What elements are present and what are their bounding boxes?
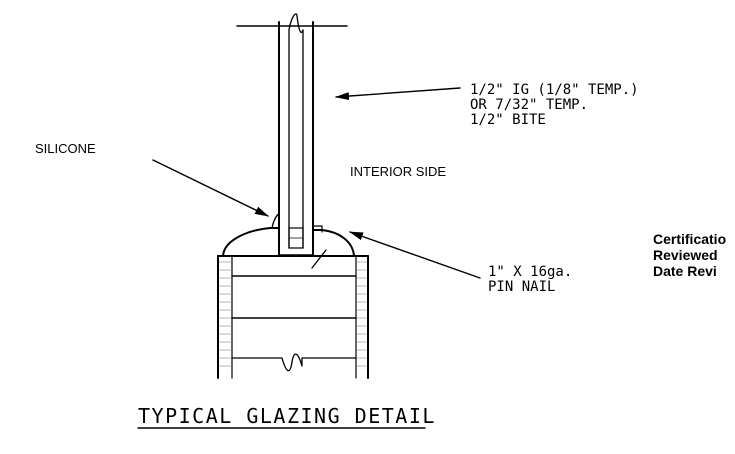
glazing-bead xyxy=(222,213,355,269)
glass-callout-line3: 1/2" BITE xyxy=(470,112,546,128)
certification-line2: Reviewed xyxy=(653,247,718,263)
nail-callout-arrow xyxy=(349,231,481,279)
glass-unit xyxy=(236,13,348,256)
silicone-arrow xyxy=(152,159,269,217)
glass-callout-line2: OR 7/32" TEMP. xyxy=(470,97,588,113)
certification-line3: Date Revi xyxy=(653,263,717,279)
nail-callout-line2: PIN NAIL xyxy=(488,279,555,295)
nail-callout-line1: 1" X 16ga. xyxy=(488,264,572,280)
certification-line1: Certificatio xyxy=(653,231,726,247)
detail-title: TYPICAL GLAZING DETAIL xyxy=(138,404,436,428)
interior-side-label: INTERIOR SIDE xyxy=(350,164,446,179)
silicone-label: SILICONE xyxy=(35,141,96,156)
glass-callout-line1: 1/2" IG (1/8" TEMP.) xyxy=(470,82,639,98)
glass-callout-arrow xyxy=(335,87,461,101)
frame-section xyxy=(217,255,369,379)
